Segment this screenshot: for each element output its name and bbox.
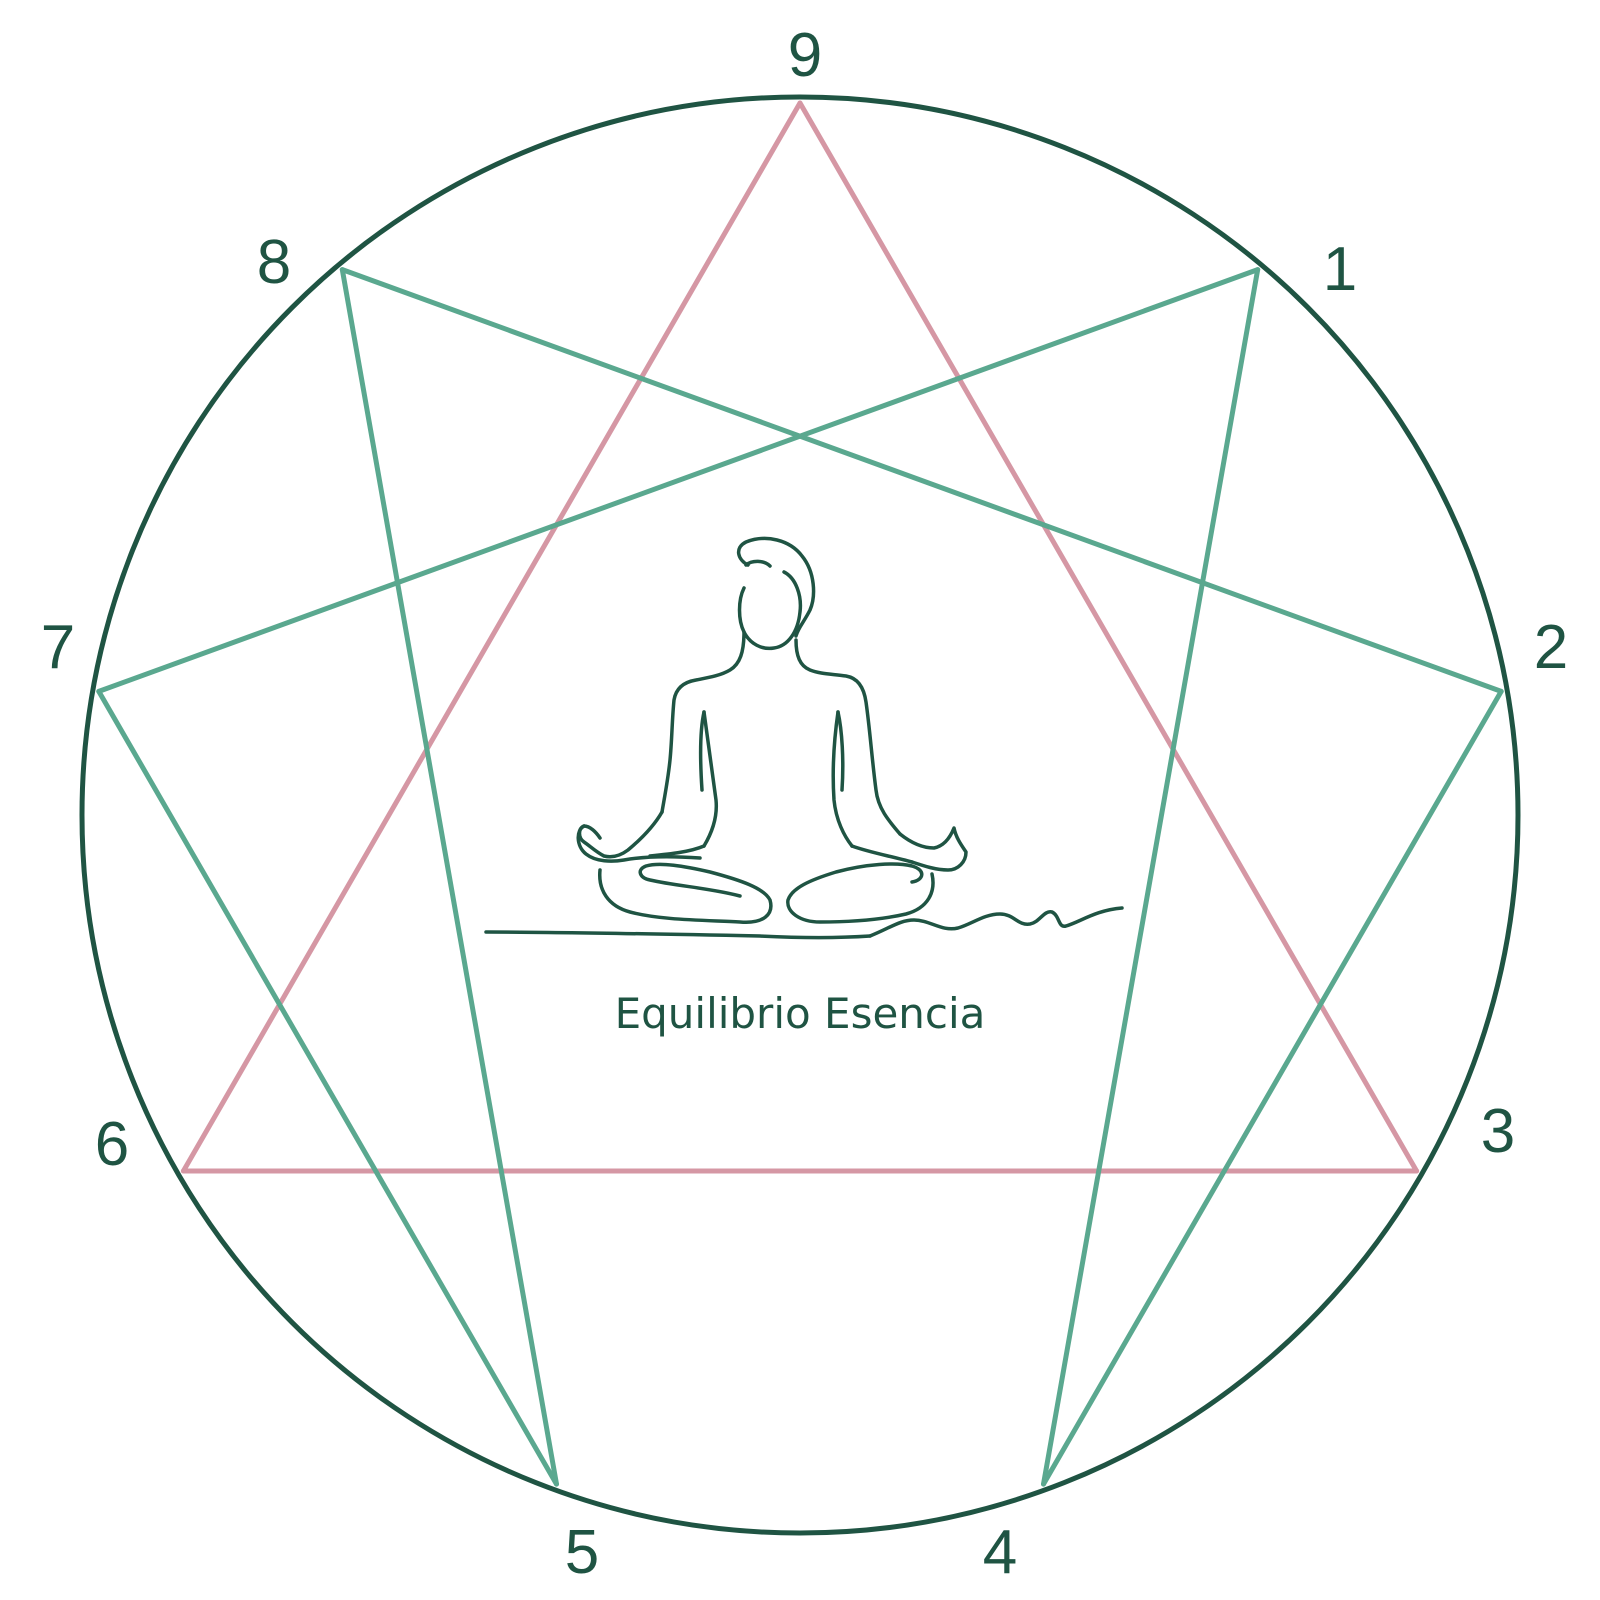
point-label-3: 3 [1481,1097,1515,1166]
enneagram-circle [79,94,1521,1536]
point-label-8: 8 [257,228,291,297]
point-label-5: 5 [565,1518,599,1587]
hexad-line-8-5 [339,267,559,1487]
point-label-6: 6 [95,1110,129,1179]
triangle-line-9-3 [797,100,1420,1174]
point-label-1: 1 [1323,235,1357,304]
hexad-line-5-7 [96,688,559,1487]
triangle-lines [180,100,1420,1174]
hexad-line-2-8 [339,267,1504,694]
brand-name: Equilibrio Esencia [615,989,986,1038]
triangle-line-6-9 [180,100,803,1174]
hexad-line-7-1 [96,267,1261,694]
hexad-line-4-2 [1041,688,1504,1487]
hexad-line-1-4 [1041,267,1261,1487]
point-label-2: 2 [1534,613,1568,682]
hexad-lines [96,267,1504,1487]
meditating-figure-icon [484,536,1124,940]
point-label-7: 7 [41,613,75,682]
point-label-4: 4 [983,1518,1017,1587]
point-label-9: 9 [788,21,822,90]
